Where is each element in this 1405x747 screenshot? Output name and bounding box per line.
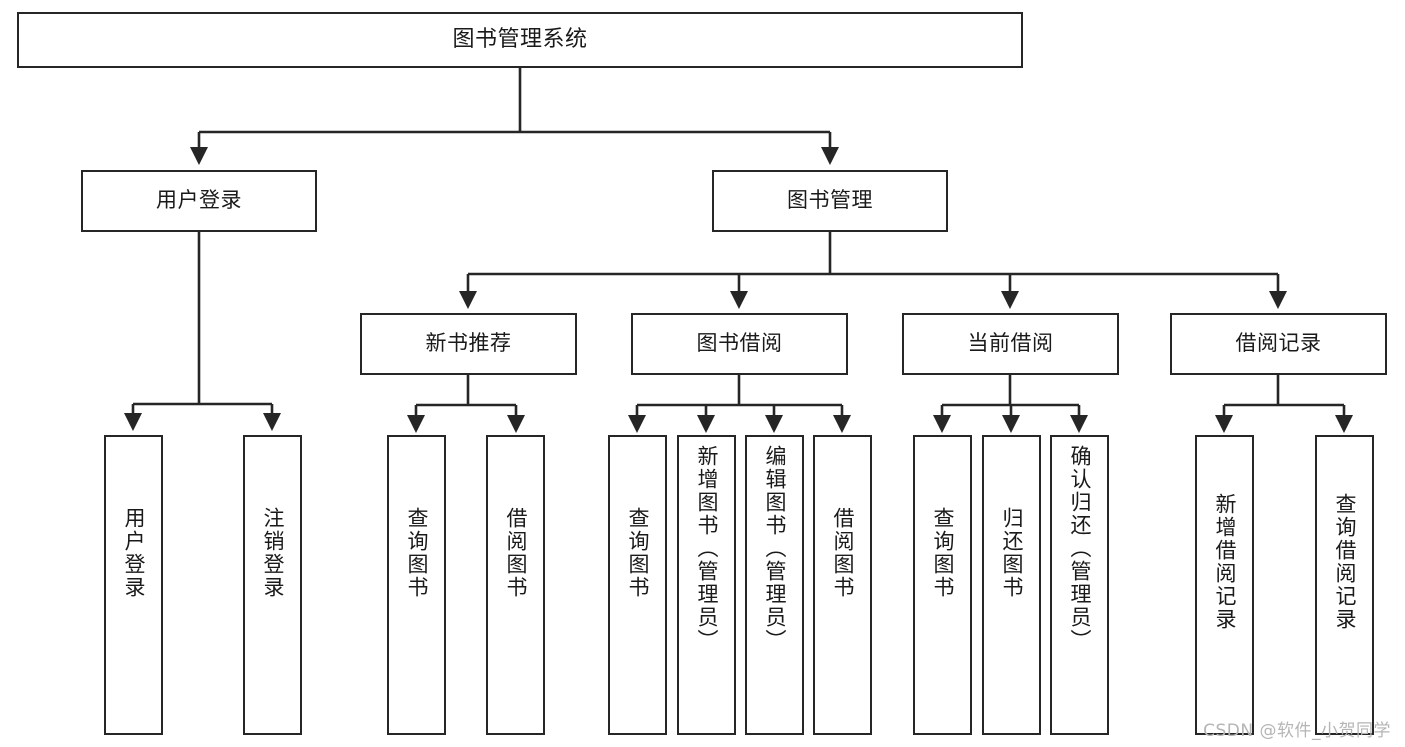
watermark-text: CSDN @软件_小贺同学 bbox=[1203, 721, 1391, 741]
node-root-label: 图书管理系统 bbox=[452, 26, 588, 52]
node-borrow-records-label: 借阅记录 bbox=[1235, 331, 1322, 356]
node-book-borrow-label: 图书借阅 bbox=[696, 331, 783, 356]
leaf-return-book[interactable]: 归还图书 bbox=[982, 435, 1041, 735]
leaf-query-book-recommend-label: 查询图书 bbox=[405, 507, 429, 599]
leaf-add-book-admin-label: 新增图书（管理员） bbox=[695, 445, 719, 652]
leaf-query-book-current[interactable]: 查询图书 bbox=[913, 435, 972, 735]
node-borrow-records[interactable]: 借阅记录 bbox=[1170, 313, 1387, 375]
node-current-borrow[interactable]: 当前借阅 bbox=[902, 313, 1119, 375]
leaf-query-borrow-record-label: 查询借阅记录 bbox=[1333, 493, 1357, 631]
leaf-edit-book-admin-label: 编辑图书（管理员） bbox=[763, 445, 787, 652]
leaf-borrow-book[interactable]: 借阅图书 bbox=[813, 435, 872, 735]
leaf-logout[interactable]: 注销登录 bbox=[243, 435, 302, 735]
node-book-management[interactable]: 图书管理 bbox=[712, 170, 948, 232]
leaf-query-book-recommend[interactable]: 查询图书 bbox=[387, 435, 446, 735]
leaf-confirm-return-admin[interactable]: 确认归还（管理员） bbox=[1050, 435, 1109, 735]
leaf-add-borrow-record-label: 新增借阅记录 bbox=[1213, 493, 1237, 631]
leaf-confirm-return-admin-label: 确认归还（管理员） bbox=[1068, 445, 1092, 652]
leaf-borrow-book-recommend-label: 借阅图书 bbox=[504, 507, 528, 599]
node-user-login-label: 用户登录 bbox=[156, 188, 242, 213]
leaf-return-book-label: 归还图书 bbox=[1000, 507, 1024, 599]
node-book-borrow[interactable]: 图书借阅 bbox=[631, 313, 848, 375]
leaf-borrow-book-label: 借阅图书 bbox=[831, 507, 855, 599]
leaf-user-login[interactable]: 用户登录 bbox=[104, 435, 163, 735]
leaf-add-borrow-record[interactable]: 新增借阅记录 bbox=[1195, 435, 1254, 735]
node-new-book-recommend-label: 新书推荐 bbox=[425, 331, 512, 356]
leaf-edit-book-admin[interactable]: 编辑图书（管理员） bbox=[745, 435, 804, 735]
node-current-borrow-label: 当前借阅 bbox=[967, 331, 1054, 356]
leaf-borrow-book-recommend[interactable]: 借阅图书 bbox=[486, 435, 545, 735]
leaf-query-book-current-label: 查询图书 bbox=[931, 507, 955, 599]
leaf-query-book-borrow-label: 查询图书 bbox=[626, 507, 650, 599]
leaf-logout-label: 注销登录 bbox=[261, 507, 285, 599]
node-new-book-recommend[interactable]: 新书推荐 bbox=[360, 313, 577, 375]
leaf-query-borrow-record[interactable]: 查询借阅记录 bbox=[1315, 435, 1374, 735]
leaf-user-login-label: 用户登录 bbox=[122, 507, 146, 599]
leaf-query-book-borrow[interactable]: 查询图书 bbox=[608, 435, 667, 735]
node-book-management-label: 图书管理 bbox=[787, 188, 873, 213]
node-root[interactable]: 图书管理系统 bbox=[17, 12, 1023, 68]
node-user-login[interactable]: 用户登录 bbox=[81, 170, 317, 232]
leaf-add-book-admin[interactable]: 新增图书（管理员） bbox=[677, 435, 736, 735]
